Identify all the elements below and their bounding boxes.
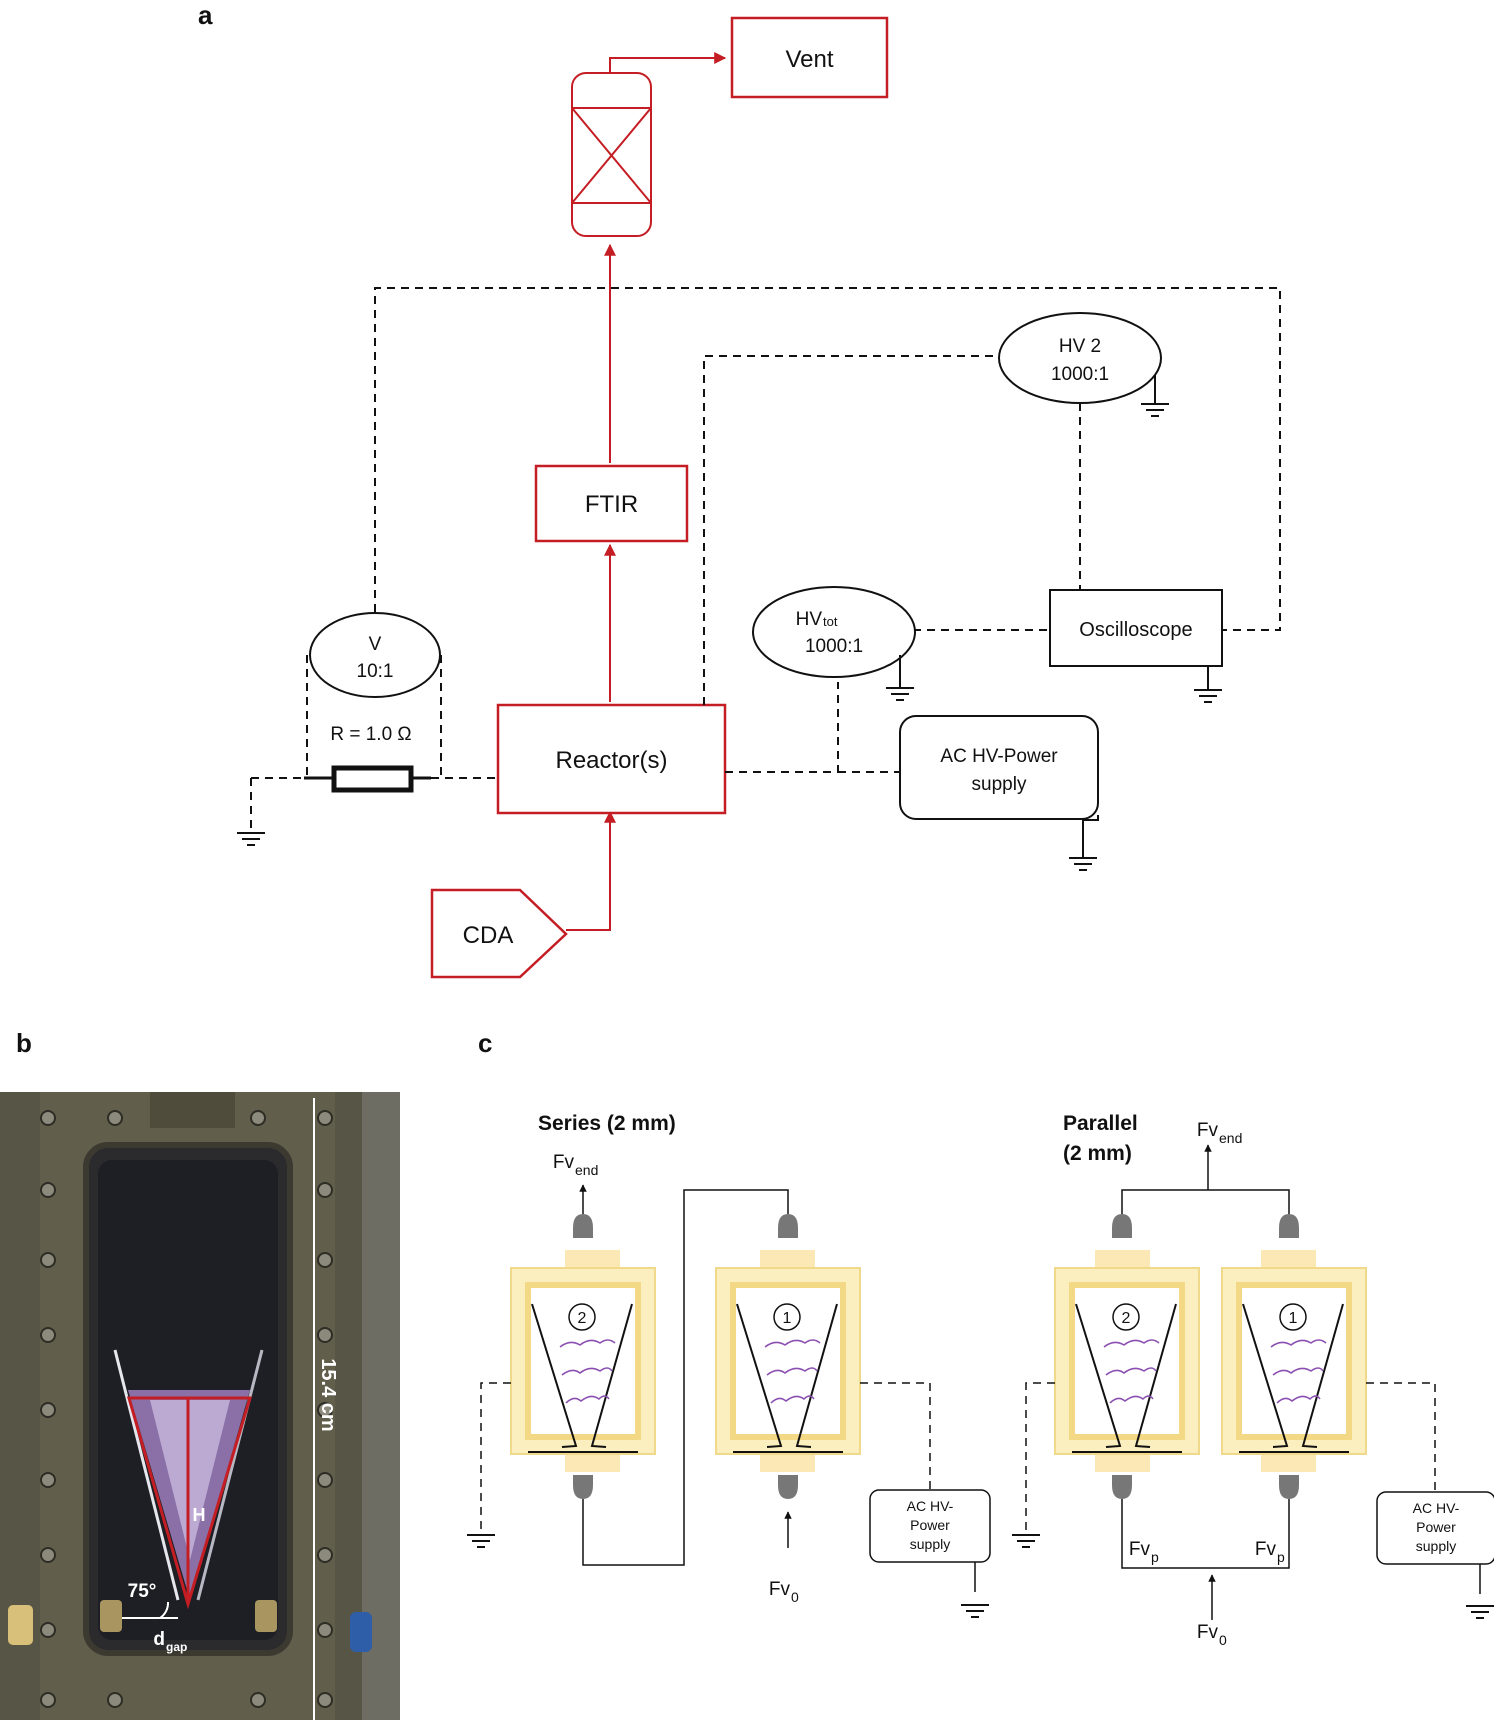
parallel-flow-lines (1121, 1144, 1290, 1620)
ground-symbol (1140, 403, 1170, 417)
gas-flow-path (566, 52, 727, 931)
gas-port-top (1279, 1214, 1299, 1238)
series-reactor-2: 2 (510, 1214, 656, 1499)
ftir-label: FTIR (585, 491, 638, 518)
gap-subscript: gap (166, 1640, 187, 1654)
hv2-ratio: 1000:1 (1051, 364, 1109, 385)
reactor-box: Reactor(s) (496, 703, 727, 815)
hvtot-name: HV (796, 609, 823, 630)
parallel-electrical (1025, 1382, 1436, 1533)
ground-symbol (960, 1604, 990, 1618)
power-supply-line1: AC HV-Power (940, 746, 1058, 767)
ground-symbol (885, 687, 915, 701)
hv2-probe: HV 2 1000:1 (998, 312, 1170, 417)
parallel-fv-p-left: Fv (1129, 1539, 1151, 1560)
series-reactor-1: 1 (715, 1214, 861, 1499)
reactor-number-1: 1 (783, 1310, 792, 1327)
parallel-reactor-2: 2 (1054, 1214, 1200, 1499)
v-probe-ratio: 10:1 (357, 661, 394, 682)
panel-label-c: c (478, 1028, 492, 1058)
panel-label-a: a (198, 0, 213, 30)
reactor-number-2: 2 (1122, 1310, 1131, 1327)
hvtot-subscript: tot (823, 614, 838, 629)
gas-port-top (573, 1214, 593, 1238)
parallel-fv-0-sub: 0 (1219, 1632, 1227, 1648)
shunt-resistor: R = 1.0 Ω (304, 724, 431, 793)
parallel-power-supply: AC HV- Power supply (1376, 1491, 1494, 1619)
gas-port-bottom (573, 1475, 593, 1499)
ground-symbol (1465, 1605, 1494, 1619)
resistor-label: R = 1.0 Ω (330, 724, 411, 745)
reactor-number-2: 2 (578, 1310, 587, 1327)
supply-line2: Power (910, 1517, 950, 1533)
panel-label-b: b (16, 1028, 32, 1058)
v-probe-name: V (369, 634, 382, 655)
angle-label: 75° (128, 1581, 157, 1602)
series-power-supply: AC HV- Power supply (869, 1489, 991, 1618)
power-supply-line2: supply (972, 774, 1027, 795)
ground-symbol (1011, 1534, 1041, 1548)
parallel-reactor-1: 1 (1221, 1214, 1367, 1499)
vent-box: Vent (730, 16, 889, 99)
hv2-name: HV 2 (1059, 336, 1101, 357)
height-scale-label: 15.4 cm (317, 1358, 339, 1431)
panel-a: a Vent FTIR Reactor(s) (198, 0, 1281, 979)
right-electrode (196, 1349, 264, 1601)
ground-symbol (1193, 689, 1223, 703)
supply-line1: AC HV- (907, 1498, 954, 1514)
gas-port-bottom (1112, 1475, 1132, 1499)
cda-label: CDA (463, 922, 514, 949)
gas-port-bottom (1279, 1475, 1299, 1499)
series-flow-lines (579, 1184, 792, 1566)
series-fv-0: Fv (769, 1579, 791, 1600)
vent-label: Vent (785, 46, 833, 73)
series-fv-end: Fv (553, 1152, 575, 1173)
ftir-box: FTIR (534, 464, 689, 543)
frame-bolts (40, 1110, 333, 1708)
ground-symbol (236, 832, 266, 846)
ground-symbol (466, 1534, 496, 1548)
reactor-photo: H 75° d gap 15.4 cm (0, 1092, 400, 1720)
hvtot-ratio: 1000:1 (805, 636, 863, 657)
oscilloscope-label: Oscilloscope (1079, 619, 1192, 641)
parallel-fv-p-left-sub: p (1151, 1549, 1159, 1565)
parallel-fv-p-right: Fv (1255, 1539, 1277, 1560)
parallel-fv-end: Fv (1197, 1120, 1219, 1141)
series-fv-0-sub: 0 (791, 1589, 799, 1605)
series-title: Series (2 mm) (538, 1112, 676, 1135)
oscilloscope-box: Oscilloscope (1049, 589, 1223, 703)
gap-label: d (153, 1629, 165, 1650)
series-electrical (480, 1382, 931, 1533)
supply-line3: supply (1416, 1538, 1456, 1554)
reactor-label: Reactor(s) (555, 747, 667, 774)
cda-inlet: CDA (430, 888, 568, 979)
gas-port-top (778, 1214, 798, 1238)
supply-line1: AC HV- (1413, 1500, 1460, 1516)
ground-symbol (1068, 857, 1098, 871)
left-electrode (113, 1349, 180, 1601)
signal-wiring (250, 287, 1281, 833)
hvtot-probe: HV tot 1000:1 (752, 586, 916, 701)
supply-line2: Power (1416, 1519, 1456, 1535)
series-fv-end-sub: end (575, 1162, 598, 1178)
power-supply-box: AC HV-Power supply (899, 715, 1099, 871)
height-h-label: H (193, 1505, 206, 1525)
gas-port-top (1112, 1214, 1132, 1238)
scrubber-column (571, 72, 652, 237)
parallel-fv-end-sub: end (1219, 1130, 1242, 1146)
parallel-fv-p-right-sub: p (1277, 1549, 1285, 1565)
parallel-title-line1: Parallel (1063, 1112, 1138, 1135)
gas-port-bottom (778, 1475, 798, 1499)
parallel-title-line2: (2 mm) (1063, 1142, 1132, 1165)
parallel-fv-0: Fv (1197, 1622, 1219, 1643)
voltage-probe: V 10:1 (309, 612, 441, 698)
panel-b: b (0, 1028, 400, 1720)
reactor-number-1: 1 (1289, 1310, 1298, 1327)
supply-line3: supply (910, 1536, 950, 1552)
panel-c: c Series (2 mm) Parallel (2 mm) 2 (466, 1028, 1494, 1648)
